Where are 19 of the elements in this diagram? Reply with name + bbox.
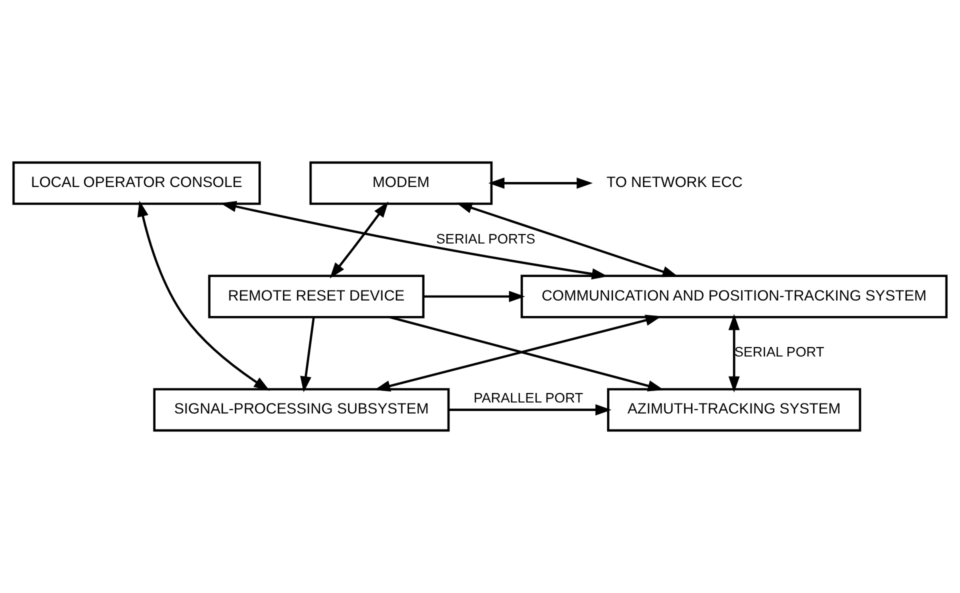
arrow — [448, 404, 612, 416]
arrow — [300, 317, 315, 392]
node-text: TO NETWORK ECC — [606, 175, 743, 192]
arrow — [488, 178, 593, 189]
arrow — [424, 290, 526, 302]
node-box: MODEM — [309, 161, 493, 205]
node-box: SIGNAL-PROCESSING SUBSYSTEM — [153, 388, 450, 432]
arrow — [220, 201, 608, 280]
node-box: COMMUNICATION AND POSITION-TRACKING SYSTEM — [520, 274, 948, 318]
node-box: LOCAL OPERATOR CONSOLE — [12, 161, 261, 205]
edge-label: SERIAL PORT — [734, 344, 824, 360]
arrow — [456, 202, 678, 278]
node-box: AZIMUTH-TRACKING SYSTEM — [607, 388, 862, 432]
arrow — [728, 314, 740, 392]
arrow — [330, 201, 388, 279]
arrow — [137, 200, 270, 391]
edge-label: PARALLEL PORT — [474, 390, 584, 406]
node-box: REMOTE RESET DEVICE — [208, 274, 424, 318]
edge-label: SERIAL PORTS — [436, 231, 536, 246]
